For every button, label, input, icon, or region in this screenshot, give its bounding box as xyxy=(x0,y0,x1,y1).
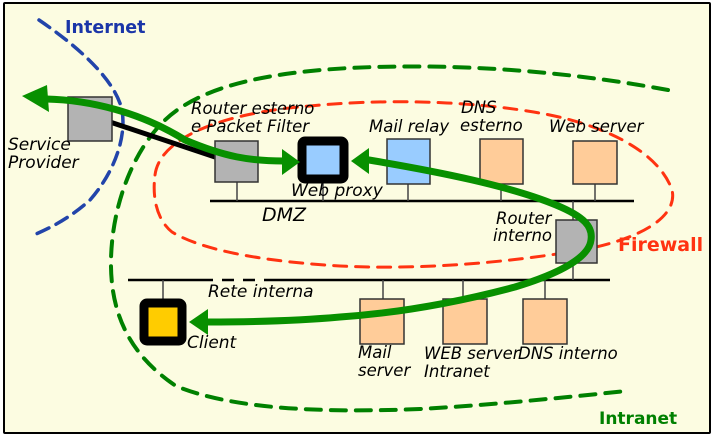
dns-interno-label: DNS interno xyxy=(518,344,618,363)
flow-internet-webproxy xyxy=(42,95,288,165)
dns-esterno-label-line1: DNS xyxy=(461,98,497,117)
web-server-box xyxy=(572,140,618,185)
service-provider-label-line2: Provider xyxy=(8,153,80,173)
web-server-intranet-label-line1: WEB server xyxy=(424,344,521,363)
mail-server-label-line1: Mail xyxy=(358,343,392,362)
dns-esterno-label-line2: esterno xyxy=(460,116,523,135)
mail-relay-label: Mail relay xyxy=(369,117,449,136)
internet-region-label: Internet xyxy=(65,18,146,38)
arrowhead-to-internet xyxy=(22,85,49,112)
intranet-region-label: Intranet xyxy=(599,409,677,429)
arrowhead-into-client xyxy=(189,309,208,335)
internet-boundary-dashed xyxy=(34,18,125,236)
service-provider-label-line1: Service xyxy=(8,135,71,155)
arrowhead-into-webproxy-right xyxy=(351,148,369,174)
firewall-boundary-dashed xyxy=(152,100,675,269)
web-proxy-box xyxy=(297,136,349,184)
web-server-intranet-box xyxy=(442,298,488,345)
web-server-intranet-label-line2: Intranet xyxy=(424,362,490,381)
mail-server-box xyxy=(359,298,405,345)
firewall-label: Firewall xyxy=(618,234,703,256)
dns-interno-box xyxy=(522,298,568,345)
client-box xyxy=(139,298,187,346)
web-server-label: Web server xyxy=(549,117,645,136)
web-proxy-label: Web proxy xyxy=(291,181,384,201)
flow-webproxy-client xyxy=(204,156,595,326)
client-label: Client xyxy=(187,333,238,353)
router-interno-label-line2: interno xyxy=(493,226,552,245)
rete-interna-label: Rete interna xyxy=(208,282,314,302)
intranet-boundary-dashed xyxy=(108,64,670,413)
arrowhead-into-webproxy-left xyxy=(282,149,300,175)
dmz-label: DMZ xyxy=(262,204,307,226)
router-esterno-label-line1: Router esterno xyxy=(191,99,314,118)
dns-esterno-box xyxy=(479,138,524,185)
router-interno-label-line1: Router xyxy=(496,209,553,228)
mail-server-label-line2: server xyxy=(358,361,411,380)
sp-router-link xyxy=(109,119,219,161)
router-esterno-label-line2: e Packet Filter xyxy=(191,117,310,136)
